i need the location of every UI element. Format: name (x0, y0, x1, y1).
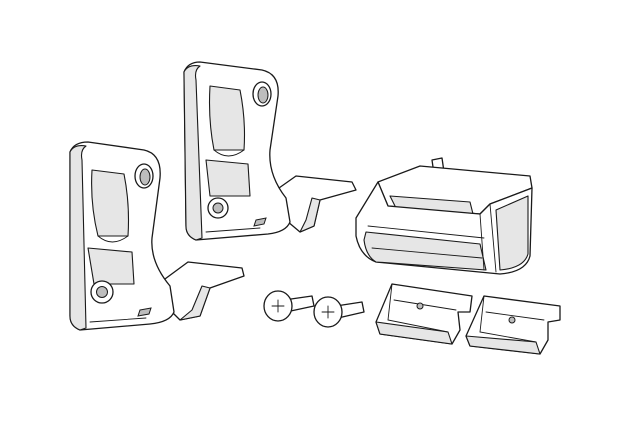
brand-mark-icon (137, 307, 152, 317)
clip-right (465, 295, 561, 355)
screw-right (313, 296, 365, 328)
clamp-housing (355, 157, 533, 275)
bracket-large-left (69, 141, 245, 331)
phillips-head-icon (271, 299, 285, 313)
screw-left (263, 290, 315, 322)
bracket-large-right (183, 61, 357, 241)
clip-left (375, 283, 473, 345)
brand-mark-icon (253, 217, 267, 227)
phillips-head-icon (321, 305, 335, 319)
